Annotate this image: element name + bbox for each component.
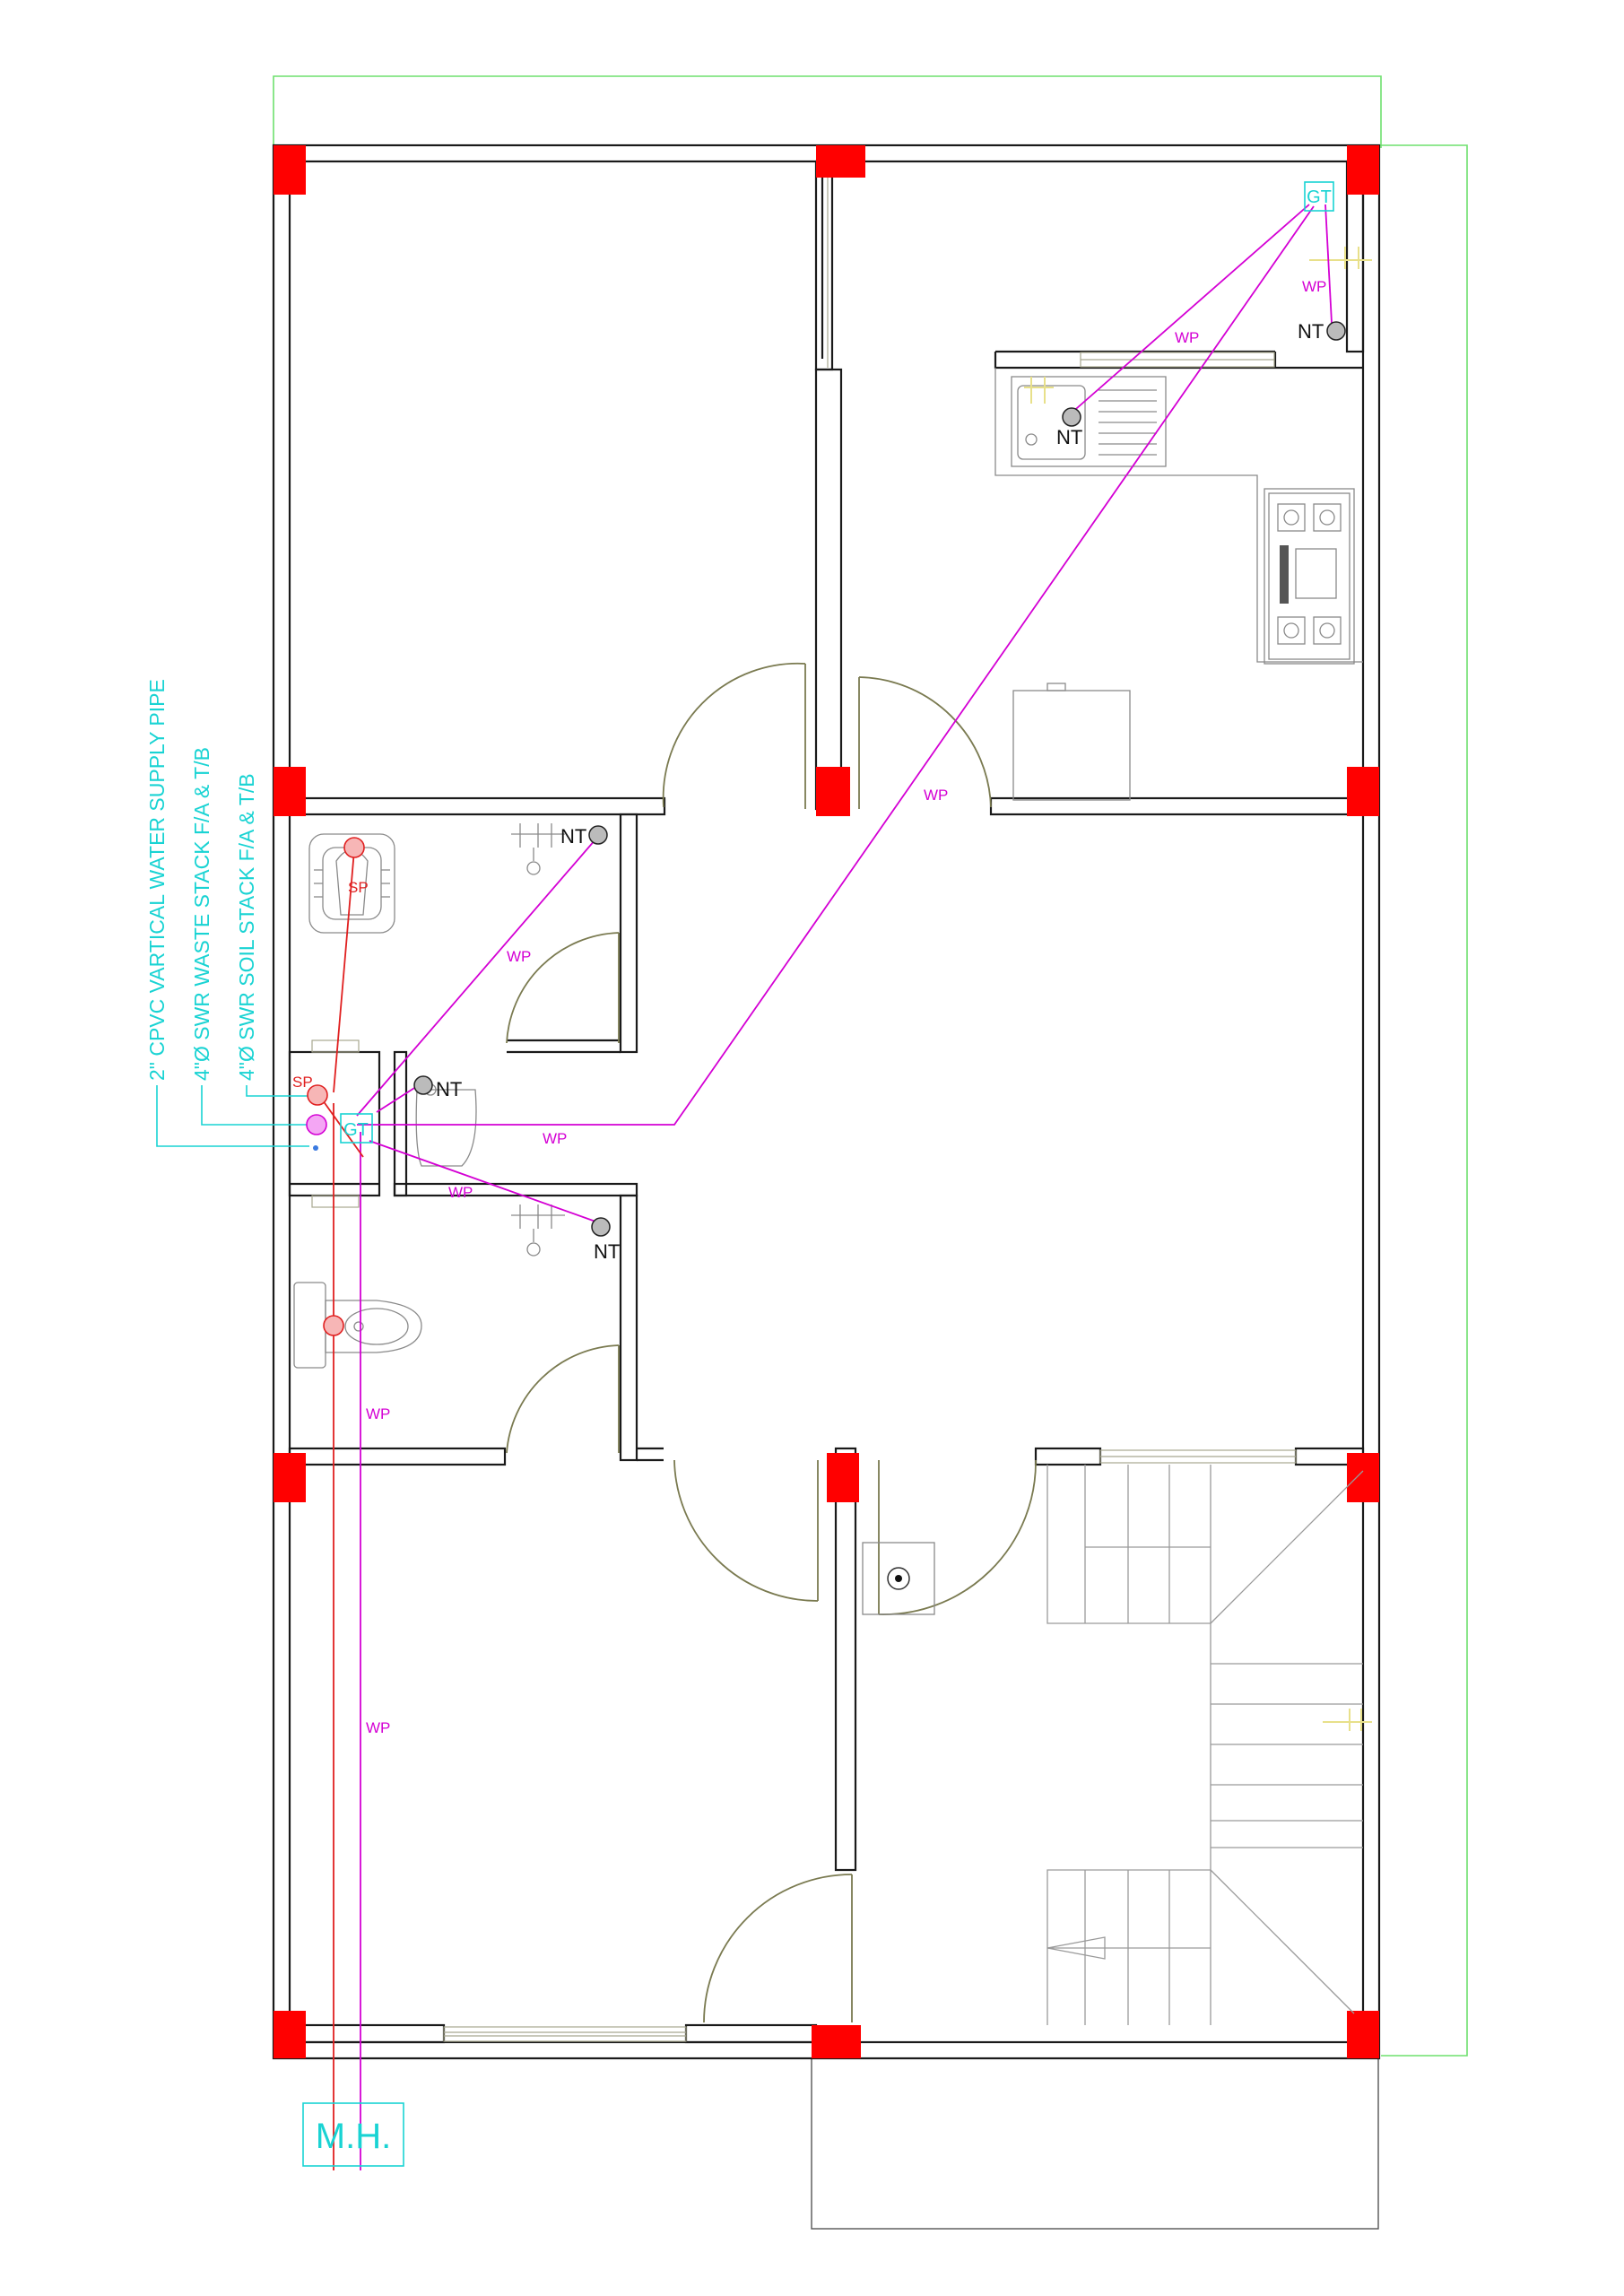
gully-trap-label-shaft: GT bbox=[343, 1120, 369, 1140]
legend-leaders bbox=[156, 1085, 316, 1147]
living-basin bbox=[862, 1542, 935, 1615]
wp-label-3: WP bbox=[924, 787, 948, 804]
nahani-trap-kitchen-utility bbox=[1326, 321, 1346, 341]
kitchen-fixtures bbox=[994, 247, 1372, 801]
nahani-trap-kitchen-sink bbox=[1062, 407, 1081, 427]
legend-waste-stack: 4"Ø SWR WASTE STACK F/A & T/B bbox=[190, 747, 213, 1081]
staircase bbox=[1046, 1465, 1372, 2025]
manhole bbox=[302, 2102, 404, 2167]
columns bbox=[274, 145, 1379, 2058]
wp-label-1: WP bbox=[1302, 278, 1326, 295]
sp-label-2: SP bbox=[292, 1074, 313, 1091]
nt-label-3: NT bbox=[560, 825, 586, 848]
wp-label-6: WP bbox=[448, 1184, 473, 1201]
front-projection bbox=[811, 2057, 1379, 2230]
outer-walls bbox=[272, 144, 1381, 2060]
wp-label-8: WP bbox=[366, 1719, 390, 1736]
manhole-label: M.H. bbox=[316, 2117, 391, 2156]
nt-label-2: NT bbox=[1056, 426, 1082, 448]
interior-walls bbox=[288, 160, 1365, 2044]
stack-markers bbox=[306, 837, 365, 1336]
plot-outline bbox=[273, 75, 1468, 2057]
wp-label-4: WP bbox=[507, 948, 531, 965]
legend-water-supply: 2" CPVC VARTICAL WATER SUPPLY PIPE bbox=[145, 679, 169, 1081]
water-supply-pipes bbox=[356, 204, 1333, 2170]
nahani-trap-toilet-1 bbox=[588, 825, 608, 845]
toilet-2-fixtures bbox=[293, 1205, 565, 1369]
legend: 2" CPVC VARTICAL WATER SUPPLY PIPE 4"Ø S… bbox=[145, 679, 258, 1081]
western-wc-icon bbox=[293, 1282, 422, 1369]
doors bbox=[506, 662, 1037, 2023]
stove-icon bbox=[1264, 488, 1355, 665]
nt-label-1: NT bbox=[1298, 320, 1324, 343]
shower-tap-icon-2 bbox=[511, 1205, 565, 1257]
sp-label-1: SP bbox=[348, 879, 369, 896]
wp-label-5: WP bbox=[543, 1130, 567, 1147]
gully-trap-top bbox=[1304, 181, 1334, 212]
nahani-trap-toilet-2 bbox=[591, 1217, 611, 1237]
gully-trap-label-top: GT bbox=[1307, 187, 1332, 207]
fridge bbox=[1012, 690, 1131, 801]
gully-trap-shaft bbox=[340, 1113, 373, 1144]
nt-label-5: NT bbox=[594, 1240, 620, 1263]
soil-waste-pipes bbox=[317, 849, 364, 2170]
windows bbox=[311, 161, 1297, 2042]
kitchen-sink bbox=[1011, 376, 1167, 467]
wp-label-7: WP bbox=[366, 1405, 390, 1422]
wp-label-2: WP bbox=[1175, 329, 1199, 346]
nt-label-4: NT bbox=[436, 1078, 462, 1100]
nahani-traps bbox=[413, 321, 1346, 1237]
shower-tap-icon bbox=[511, 823, 565, 875]
legend-soil-stack: 4"Ø SWR SOIL STACK F/A & T/B bbox=[235, 773, 258, 1081]
nahani-trap-basin bbox=[413, 1075, 433, 1095]
